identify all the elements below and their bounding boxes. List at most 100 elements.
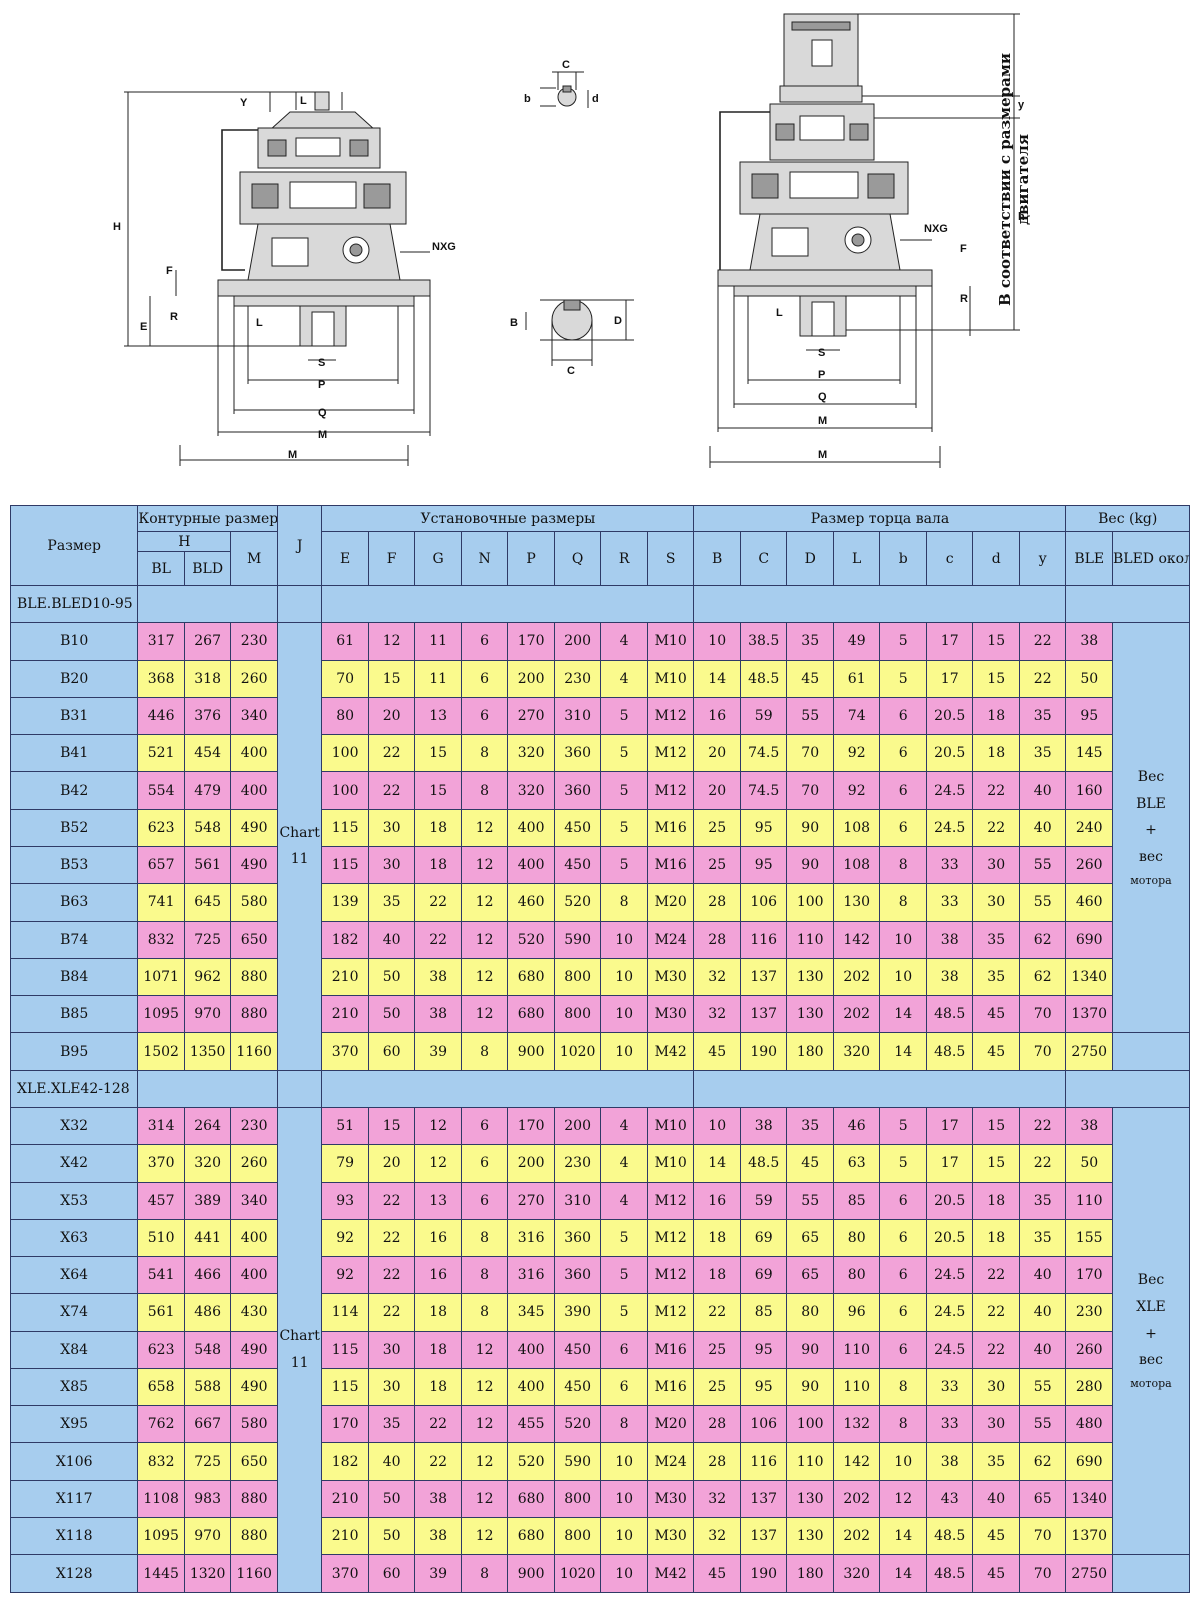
cell-value: 137 — [739, 995, 788, 1034]
cell-value: 521 — [137, 734, 185, 773]
cell-value: 62 — [1018, 1442, 1067, 1481]
cell-value: 490 — [230, 845, 278, 885]
cell-value: 16 — [414, 1218, 462, 1258]
header-outline: Контурные размеры — [137, 505, 278, 532]
weight-note-line: BLE — [1136, 795, 1166, 812]
cell-value: 130 — [786, 957, 834, 997]
cell-value: 8 — [460, 771, 509, 810]
cell-size: B74 — [9, 920, 139, 959]
cell-value: 22 — [367, 771, 416, 810]
cell-weight: 95 — [1065, 696, 1113, 736]
header-s: S — [646, 531, 695, 586]
cell-value: 100 — [321, 771, 369, 810]
cell-value: 8 — [879, 883, 927, 922]
cell-value: 139 — [321, 883, 369, 922]
cell-value: M30 — [646, 957, 695, 997]
cell-value: 60 — [367, 1554, 416, 1593]
cell-value: 270 — [507, 1181, 555, 1220]
cell-value: 95 — [739, 808, 788, 847]
cell-value: 62 — [1018, 957, 1067, 997]
cell-value: 202 — [832, 995, 881, 1034]
cell-value: 110 — [786, 920, 834, 959]
cell-value: 8 — [460, 734, 509, 773]
group-row: BLE.BLED10-95 — [9, 584, 1190, 624]
cell-value: 267 — [183, 622, 232, 661]
cell-value: 142 — [832, 920, 881, 959]
cell-value: M20 — [646, 883, 695, 922]
group-spacer — [276, 584, 323, 624]
cell-value: 48.5 — [739, 659, 788, 698]
cell-value: 46 — [832, 1106, 881, 1146]
cell-value: 92 — [321, 1256, 369, 1295]
cell-weight: 480 — [1065, 1405, 1113, 1444]
cell-value: 340 — [230, 696, 278, 736]
cell-value: M12 — [646, 1256, 695, 1295]
label-m-inner: M — [318, 429, 327, 441]
cell-value: 14 — [693, 1144, 741, 1183]
cell-weight: 170 — [1065, 1256, 1113, 1295]
cell-value: 10 — [879, 1442, 927, 1481]
cell-value: 55 — [1018, 845, 1067, 885]
cell-value: 32 — [693, 995, 741, 1034]
cell-value: 93 — [321, 1181, 369, 1220]
label-nxg: NXG — [432, 241, 456, 253]
cell-weight: 155 — [1065, 1218, 1113, 1258]
cell-value: 12 — [460, 920, 509, 959]
cell-value: 12 — [460, 1442, 509, 1481]
cell-value: 40 — [1018, 1330, 1067, 1369]
cell-size: X63 — [9, 1218, 139, 1258]
cell-value: 18 — [693, 1218, 741, 1258]
cell-value: 38 — [414, 1517, 462, 1556]
cell-value: 264 — [183, 1106, 232, 1146]
cell-value: 170 — [321, 1405, 369, 1444]
cell-value: 4 — [600, 622, 648, 661]
label-m-outer-right: M — [818, 449, 827, 461]
cell-value: 11 — [414, 622, 462, 661]
cell-weight: 38 — [1065, 1106, 1113, 1146]
cell-value: 6 — [879, 1218, 927, 1258]
cell-value: 12 — [414, 1144, 462, 1183]
reducer-drawings-svg: H Y L F R E L S P Q M M NXG C b d B — [113, 13, 1025, 468]
cell-value: 69 — [739, 1256, 788, 1295]
header-install: Установочные размеры — [321, 505, 695, 532]
cell-value: 85 — [739, 1293, 788, 1332]
cell-value: 455 — [507, 1405, 555, 1444]
cell-weight: 260 — [1065, 1330, 1113, 1369]
cell-value: 61 — [832, 659, 881, 698]
group-row: XLE.XLE42-128 — [9, 1069, 1190, 1108]
cell-value: 12 — [460, 1517, 509, 1556]
cell-weight: 260 — [1065, 845, 1113, 885]
cell-value: 130 — [786, 1479, 834, 1519]
cell-value: 200 — [507, 1144, 555, 1183]
label-h: H — [113, 221, 121, 233]
cell-value: 10 — [600, 1517, 648, 1556]
header-b-upper: B — [693, 531, 741, 586]
cell-value: 25 — [693, 845, 741, 885]
cell-value: 5 — [600, 808, 648, 847]
cell-value: 51 — [321, 1106, 369, 1146]
cell-value: 310 — [553, 1181, 602, 1220]
cell-value: 10 — [693, 1106, 741, 1146]
cell-value: 74 — [832, 696, 881, 736]
cell-value: 35 — [367, 1405, 416, 1444]
label-s: S — [318, 357, 325, 369]
cell-value: 79 — [321, 1144, 369, 1183]
cell-value: 15 — [414, 734, 462, 773]
cell-value: 8 — [879, 1405, 927, 1444]
cell-value: 657 — [137, 845, 185, 885]
cell-value: 680 — [507, 957, 555, 997]
cell-value: 180 — [786, 1032, 834, 1071]
cell-value: 38 — [414, 1479, 462, 1519]
cell-value: 680 — [507, 1517, 555, 1556]
cell-value: 137 — [739, 1479, 788, 1519]
cell-value: 170 — [507, 622, 555, 661]
weight-note-line: мотора — [1130, 1376, 1172, 1390]
cell-value: 130 — [786, 995, 834, 1034]
cell-value: 320 — [832, 1554, 881, 1593]
cell-value: 658 — [137, 1367, 185, 1407]
cell-value: 18 — [972, 1181, 1020, 1220]
cell-value: 15 — [972, 659, 1020, 698]
cell-value: 20 — [367, 696, 416, 736]
cell-value: 520 — [507, 1442, 555, 1481]
